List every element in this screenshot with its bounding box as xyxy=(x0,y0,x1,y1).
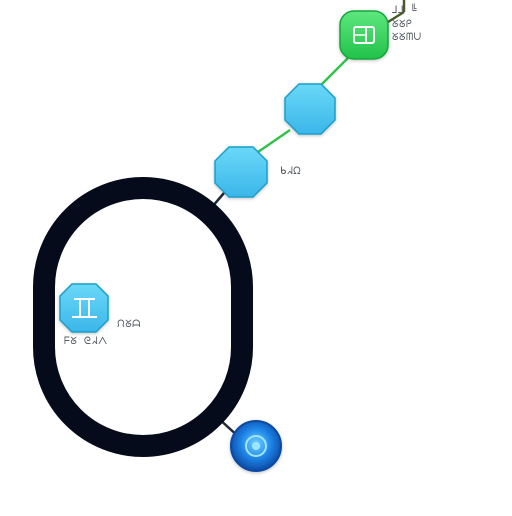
table-icon xyxy=(72,298,97,318)
connector-top-corner xyxy=(387,10,405,24)
left-node-label-2: ᖴᘜ ᘓᖽᐱ xyxy=(64,336,108,347)
connector-green-mid xyxy=(257,128,291,154)
top-node-label-2: ᘜᘜᑭ xyxy=(392,19,413,30)
middle-node-label: ᑲᖽᘯ xyxy=(280,166,302,177)
loop-ring xyxy=(33,177,253,457)
radio-icon xyxy=(245,435,267,457)
middle-cyan-node[interactable] xyxy=(214,146,268,198)
left-node-label-1: ᙁᘜᗩ xyxy=(117,319,141,330)
panel-icon xyxy=(353,26,375,44)
upper-cyan-node[interactable] xyxy=(284,83,336,135)
top-node-label-3: ᘜᘜᗰᑌ xyxy=(392,32,422,43)
bottom-node[interactable] xyxy=(230,420,282,472)
left-node[interactable] xyxy=(59,283,109,333)
top-node-label-1: ⅃⅃ ╚ xyxy=(392,5,418,16)
connector-green-upper xyxy=(321,57,349,85)
top-node[interactable] xyxy=(339,10,389,60)
